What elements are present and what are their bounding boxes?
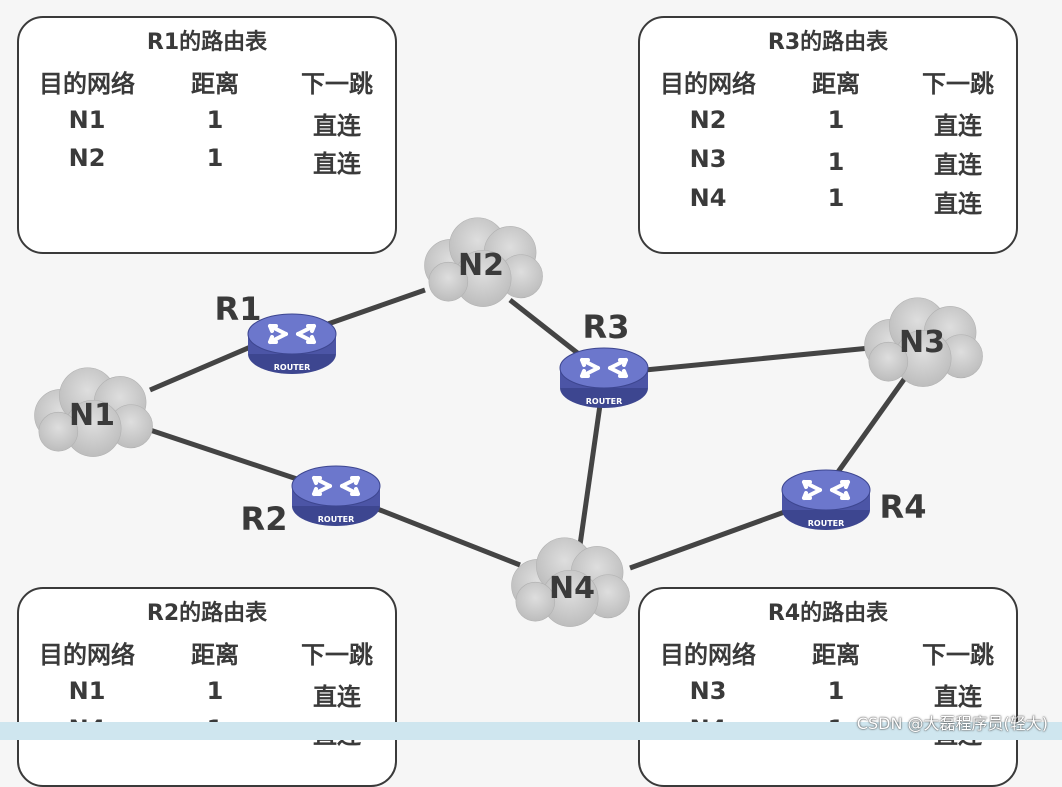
cell-destination: N4 (689, 184, 727, 212)
cell-next-hop: 直连 (934, 683, 982, 711)
link-r1-n2 (324, 287, 426, 328)
cell-next-hop: 直连 (313, 683, 361, 711)
router-badge: ROUTER (274, 363, 311, 372)
header-distance: 距离 (191, 70, 239, 98)
router-r3-icon: ROUTER (559, 347, 649, 408)
router-badge: ROUTER (808, 519, 845, 528)
cell-next-hop: 直连 (313, 112, 361, 140)
link-n1-r2 (149, 427, 301, 483)
router-label-r2: R2 (241, 500, 288, 538)
header-destination: 目的网络 (660, 70, 756, 98)
link-r4-n3 (835, 376, 908, 474)
router-badge: ROUTER (318, 515, 355, 524)
cell-destination: N1 (68, 677, 106, 705)
bottom-band (0, 722, 1062, 740)
link-r3-n4 (577, 404, 603, 546)
router-r4-icon: ROUTER (781, 469, 871, 530)
header-distance: 距离 (191, 641, 239, 669)
cell-next-hop: 直连 (934, 190, 982, 218)
router-label-r1: R1 (215, 290, 262, 328)
router-label-r4: R4 (880, 488, 927, 526)
router-r1-icon: ROUTER (247, 313, 337, 374)
router-label-r3: R3 (583, 308, 630, 346)
link-r3-n3 (644, 345, 871, 373)
network-label-n3: N3 (899, 325, 945, 360)
cell-destination: N3 (689, 677, 727, 705)
link-n4-r4 (629, 507, 791, 571)
link-n2-r3 (508, 298, 582, 357)
cell-distance: 1 (206, 106, 224, 134)
cell-destination: N1 (68, 106, 106, 134)
header-distance: 距离 (812, 641, 860, 669)
router-r2-icon: ROUTER (291, 465, 381, 526)
header-next-hop: 下一跳 (922, 641, 994, 669)
table-title: R4的路由表 (767, 601, 889, 626)
routing-table-r2: R2的路由表 目的网络 距离 下一跳 N1 1 直连 N4 1 直连 (17, 587, 397, 787)
cell-next-hop: 直连 (934, 151, 982, 179)
watermark: CSDN @大磊程序员(轻大) (856, 714, 1048, 733)
header-distance: 距离 (812, 70, 860, 98)
cell-distance: 1 (827, 148, 845, 176)
cell-distance: 1 (827, 184, 845, 212)
cell-next-hop: 直连 (934, 112, 982, 140)
header-destination: 目的网络 (660, 641, 756, 669)
cell-destination: N2 (689, 106, 727, 134)
cell-distance: 1 (206, 144, 224, 172)
cell-destination: N2 (68, 144, 106, 172)
header-destination: 目的网络 (39, 641, 135, 669)
network-label-n2: N2 (458, 248, 504, 283)
header-destination: 目的网络 (39, 70, 135, 98)
cell-distance: 1 (827, 677, 845, 705)
cell-distance: 1 (206, 677, 224, 705)
cell-next-hop: 直连 (313, 150, 361, 178)
routing-table-r4: R4的路由表 目的网络 距离 下一跳 N3 1 直连 N4 1 直连 (638, 587, 1018, 787)
table-title: R1的路由表 (146, 30, 268, 55)
routing-table-r3: R3的路由表 目的网络 距离 下一跳 N2 1 直连 N3 1 直连 N4 1 … (638, 16, 1018, 254)
header-next-hop: 下一跳 (301, 641, 373, 669)
table-title: R3的路由表 (767, 30, 889, 55)
header-next-hop: 下一跳 (922, 70, 994, 98)
network-label-n4: N4 (549, 571, 595, 606)
table-title: R2的路由表 (146, 601, 268, 626)
network-label-n1: N1 (69, 398, 115, 433)
cell-destination: N3 (689, 145, 727, 173)
links (149, 287, 908, 571)
header-next-hop: 下一跳 (301, 70, 373, 98)
network-topology: N1 N2 N3 N4 ROUTER ROUTER (33, 217, 984, 628)
routing-table-r1: R1的路由表 目的网络 距离 下一跳 N1 1 直连 N2 1 直连 (17, 16, 397, 254)
link-r2-n4 (374, 505, 521, 568)
cell-distance: 1 (827, 106, 845, 134)
router-badge: ROUTER (586, 397, 623, 406)
link-n1-r1 (149, 342, 256, 393)
